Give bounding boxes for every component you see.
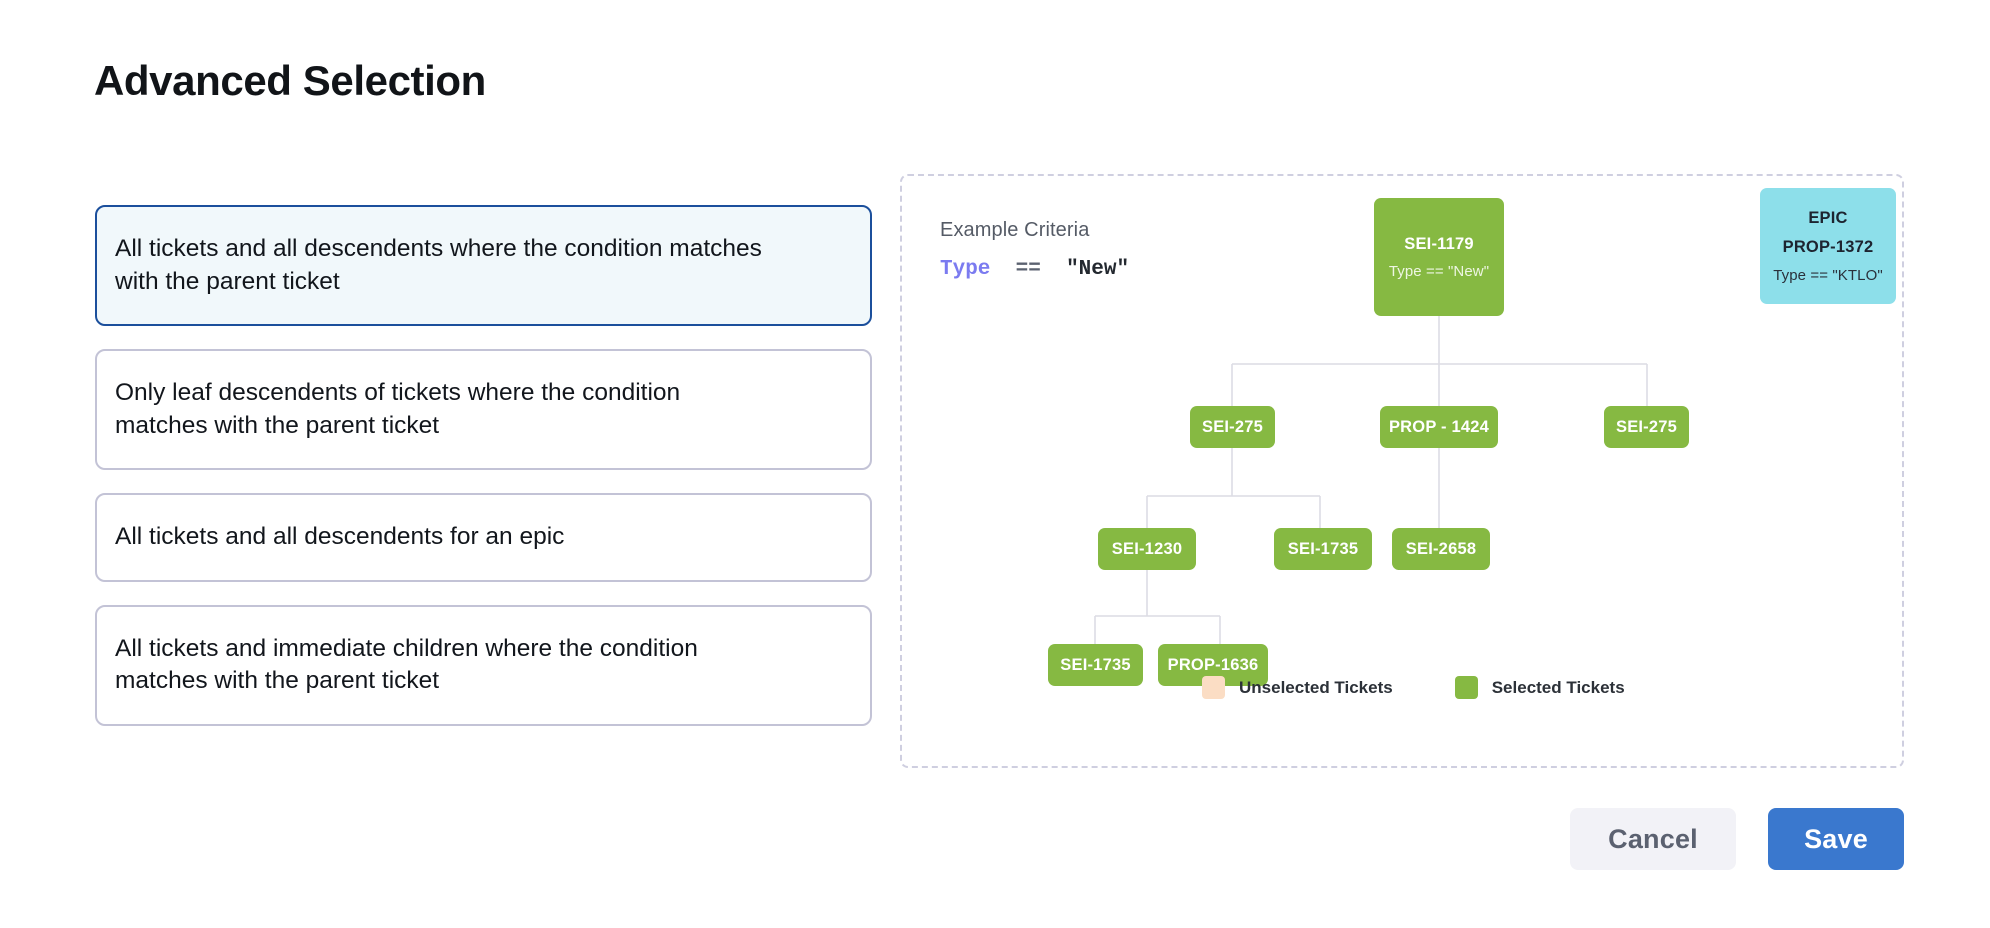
legend-swatch-selected	[1454, 676, 1478, 699]
option-label: All tickets and immediate children where…	[115, 634, 698, 695]
option-card-epic-descendents[interactable]: All tickets and all descendents for an e…	[95, 493, 872, 582]
legend-label: Unselected Tickets	[1239, 677, 1393, 697]
legend-label: Selected Tickets	[1491, 677, 1625, 697]
node-title: SEI-1735	[1287, 539, 1359, 558]
cancel-button[interactable]: Cancel	[1570, 808, 1736, 870]
criteria-field: Type	[940, 258, 991, 281]
option-card-immediate-children[interactable]: All tickets and immediate children where…	[95, 604, 872, 727]
legend-swatch-unselected	[1202, 676, 1225, 699]
dialog-footer: Cancel Save	[1570, 808, 1904, 870]
criteria-expression: Type == "New"	[940, 258, 1129, 281]
option-card-leaf-descendents[interactable]: Only leaf descendents of tickets where t…	[95, 349, 872, 471]
tree-node-sei-275-left[interactable]: SEI-275	[1190, 406, 1275, 448]
tree-node-sei-1735-mid[interactable]: SEI-1735	[1274, 528, 1372, 570]
example-diagram-panel: Example Criteria Type == "New"	[900, 174, 1904, 768]
node-title: PROP - 1424	[1388, 417, 1490, 436]
node-title: SEI-1179	[1404, 234, 1474, 253]
node-subtitle: Type == "KTLO"	[1773, 266, 1883, 284]
tree-node-epic-prop-1372[interactable]: EPIC PROP-1372 Type == "KTLO"	[1760, 188, 1896, 304]
legend-item-selected: Selected Tickets	[1454, 676, 1625, 699]
node-title: SEI-1735	[1060, 655, 1131, 674]
selection-options-list: All tickets and all descendents where th…	[95, 205, 872, 749]
tree-node-sei-1230[interactable]: SEI-1230	[1098, 528, 1196, 570]
node-title: SEI-2658	[1405, 539, 1477, 558]
page-title: Advanced Selection	[94, 57, 486, 104]
save-button[interactable]: Save	[1768, 808, 1904, 870]
node-title: SEI-275	[1615, 417, 1678, 436]
criteria-value: "New"	[1066, 258, 1130, 281]
criteria-label: Example Criteria	[940, 219, 1090, 241]
node-title: PROP-1636	[1167, 655, 1259, 674]
node-key: PROP-1372	[1782, 237, 1874, 256]
tree-node-prop-1424[interactable]: PROP - 1424	[1380, 406, 1498, 448]
criteria-operator: ==	[1015, 258, 1041, 281]
node-title: EPIC	[1808, 208, 1848, 227]
option-card-all-descendents[interactable]: All tickets and all descendents where th…	[95, 205, 872, 327]
option-label: All tickets and all descendents for an e…	[115, 523, 565, 551]
tree-node-sei-1735-leaf[interactable]: SEI-1735	[1048, 644, 1143, 686]
node-title: SEI-275	[1201, 417, 1264, 436]
tree-node-sei-1179[interactable]: SEI-1179 Type == "New"	[1374, 198, 1504, 316]
tree-node-sei-2658[interactable]: SEI-2658	[1392, 528, 1490, 570]
option-label: All tickets and all descendents where th…	[115, 235, 762, 295]
node-title: SEI-1230	[1111, 539, 1183, 558]
option-label: Only leaf descendents of tickets where t…	[115, 379, 681, 439]
legend-item-unselected: Unselected Tickets	[1202, 676, 1393, 699]
tree-node-sei-275-right[interactable]: SEI-275	[1604, 406, 1689, 448]
node-subtitle: Type == "New"	[1388, 262, 1490, 280]
diagram-legend: Unselected Tickets Selected Tickets	[1202, 676, 1625, 699]
